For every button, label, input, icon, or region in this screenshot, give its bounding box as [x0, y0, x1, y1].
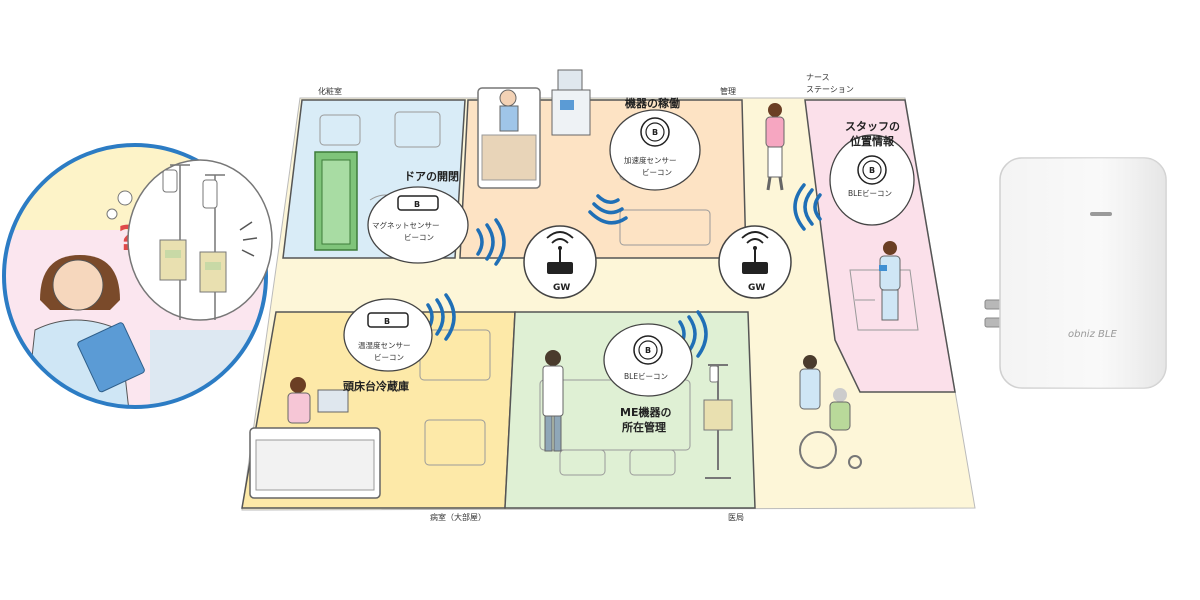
label-management: 管理 — [720, 86, 736, 96]
label-medical-office: 医局 — [728, 513, 744, 522]
status-led — [1090, 212, 1112, 216]
wheelchair-patient — [799, 355, 862, 469]
nurse-in-station — [879, 241, 901, 321]
nurse-walking — [765, 103, 785, 191]
bubble-fridge-line2: ビーコン — [374, 353, 404, 362]
beacon-icon — [397, 195, 439, 211]
bubble-door-line1: マグネットセンサー — [372, 220, 440, 230]
beacon-glyph: B — [384, 317, 390, 326]
bubble-fridge-line1: 温湿度センサー — [358, 340, 411, 350]
clipboard — [77, 322, 145, 393]
product-brand: obniz BLE — [1068, 329, 1117, 340]
bubble-me-title-1: ME機器の — [620, 405, 671, 419]
beacon-glyph: B — [645, 346, 651, 355]
obniz-ble-device: obniz BLE — [984, 157, 1167, 389]
label-nurse-station-1: ナース — [806, 73, 830, 82]
gateway-left-label: GW — [553, 283, 570, 293]
infusion-pump — [159, 239, 187, 281]
thought-bubble — [127, 159, 273, 321]
bubble-staff-title-1: スタッフの — [845, 120, 900, 133]
beacon-glyph: B — [414, 200, 420, 209]
inset-border — [2, 143, 268, 409]
gateway-left: GW — [523, 225, 597, 299]
gateway-right-label: GW — [748, 283, 765, 293]
bubble-me-device: B BLEビーコン ME機器の 所在管理 — [603, 323, 693, 434]
bubble-device-line1: 加速度センサー — [624, 155, 677, 165]
nurse-thinking-inset: ? — [2, 143, 273, 409]
bubble-device-line2: ビーコン — [642, 168, 672, 177]
bubble-device-operation: B 加速度センサー ビーコン 機器の稼働 — [609, 96, 701, 191]
infusion-pump — [199, 251, 227, 293]
bubble-staff-line1: BLEビーコン — [848, 189, 892, 198]
beacon-glyph: B — [869, 166, 875, 175]
bubble-staff-title-2: 位置情報 — [850, 134, 895, 148]
beacon-icon — [367, 312, 409, 328]
bubble-me-title-2: 所在管理 — [622, 420, 666, 434]
bubble-door-title: ドアの開閉 — [404, 170, 459, 183]
iv-stand — [703, 364, 733, 479]
doctor — [542, 350, 564, 452]
patient-bed-top — [477, 87, 541, 189]
bubble-door: B マグネットセンサー ビーコン ドアの開閉 — [367, 170, 469, 264]
label-nurse-station-2: ステーション — [806, 85, 854, 94]
bubble-me-line1: BLEビーコン — [624, 372, 668, 381]
label-powder-room: 化粧室 — [318, 86, 342, 96]
bubble-fridge: B 温湿度センサー ビーコン 頭床台冷蔵庫 — [343, 298, 433, 393]
gateway-right: GW — [718, 225, 792, 299]
bubble-fridge-title: 頭床台冷蔵庫 — [343, 379, 409, 393]
label-ward: 病室（大部屋） — [430, 512, 486, 522]
bubble-staff: B BLEビーコン スタッフの 位置情報 — [829, 120, 915, 226]
medical-device-top — [551, 69, 591, 136]
radio-waves — [426, 183, 822, 358]
ward-bed — [249, 377, 381, 499]
beacon-glyph: B — [652, 128, 658, 137]
bubble-device-title: 機器の稼働 — [625, 96, 680, 110]
bubble-door-line2: ビーコン — [404, 233, 434, 242]
